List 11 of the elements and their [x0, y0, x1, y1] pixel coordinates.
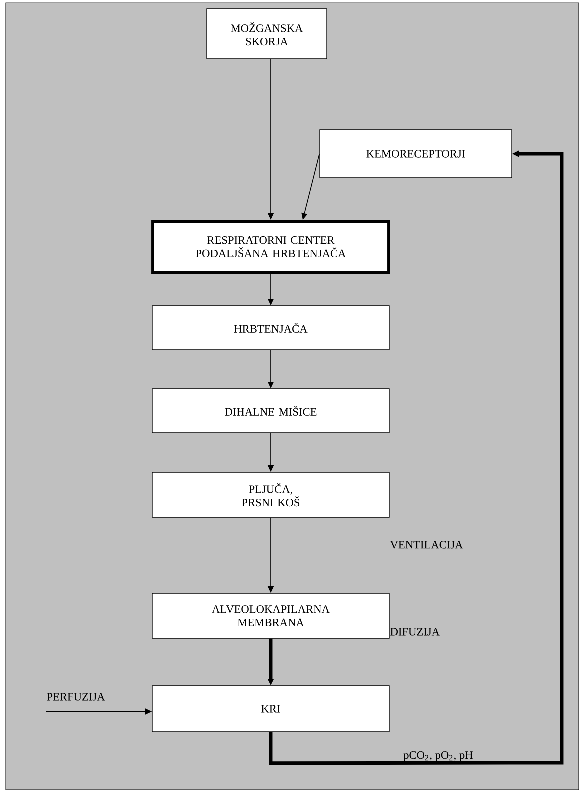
edge-label: pCO$_{2}$, pO$_{2}$, pH	[404, 751, 473, 762]
text-label: VENTILACIJA	[390, 541, 464, 549]
text-label: PERFUZIJA	[47, 693, 106, 701]
process-box: ALVEOLOKAPILARNA MEMBRANA	[152, 593, 390, 639]
process-box: KRI	[152, 686, 390, 732]
process-box: DIHALNE MIŠICE	[152, 388, 390, 434]
process-box: RESPIRATORNI CENTER PODALJŠANA HRBTENJAČA	[152, 220, 390, 274]
process-box: KEMORECEPTORJI	[320, 130, 512, 178]
process-box: MOŽGANSKA SKORJA	[206, 8, 328, 60]
process-box: HRBTENJAČA	[152, 306, 390, 350]
process-box: PLJUČA, PRSNI KOŠ	[152, 472, 390, 518]
